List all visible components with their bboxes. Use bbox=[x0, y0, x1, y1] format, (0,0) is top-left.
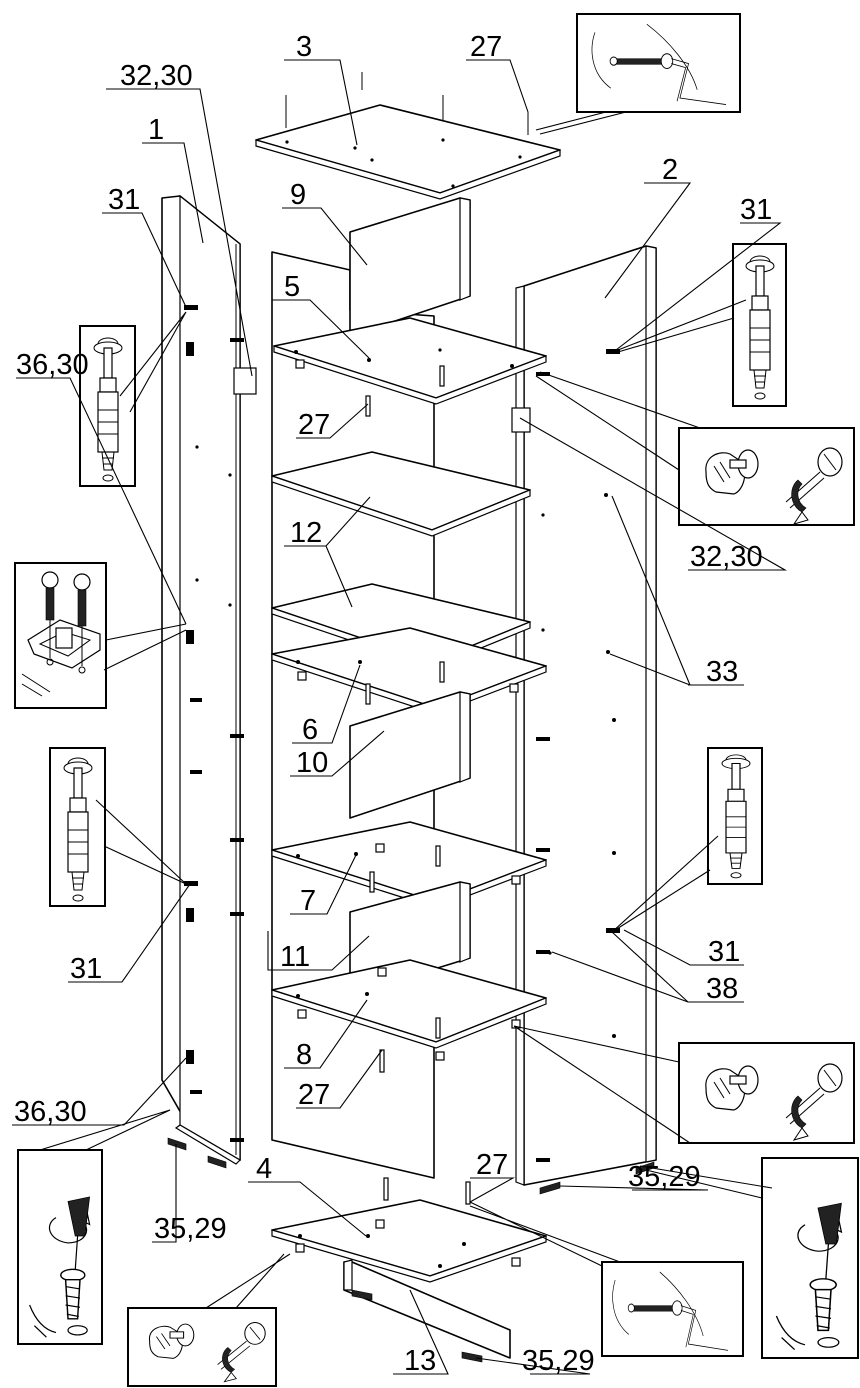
shelf-6 bbox=[271, 627, 547, 715]
label-fitting-35-29-right: 35,29 bbox=[628, 1161, 701, 1193]
label-fitting-33: 33 bbox=[706, 656, 738, 688]
label-fitting-27-bottom: 27 bbox=[476, 1149, 508, 1181]
shelf-8 bbox=[271, 959, 547, 1073]
label-fitting-36-30-top: 36,30 bbox=[16, 349, 89, 381]
upper-divider-panel bbox=[349, 197, 471, 337]
inset-cam-lock-right-lower bbox=[678, 1042, 855, 1144]
fitting-labels: 27 32,30 31 31 27 36,30 32,30 33 31 31 3… bbox=[14, 31, 772, 1377]
label-part-1: 1 bbox=[148, 114, 164, 146]
label-part-11: 11 bbox=[280, 941, 310, 973]
label-fitting-27-top: 27 bbox=[470, 31, 502, 63]
label-fitting-27-mid: 27 bbox=[298, 409, 330, 441]
inset-foot-screw-left bbox=[17, 1149, 103, 1345]
label-part-5: 5 bbox=[284, 271, 300, 303]
label-fitting-31-left-top: 31 bbox=[108, 184, 140, 216]
label-fitting-38: 38 bbox=[706, 973, 738, 1005]
plinth-panel bbox=[343, 1259, 511, 1363]
label-part-10: 10 bbox=[296, 747, 328, 779]
inset-cam-bolt-left-top bbox=[79, 325, 136, 487]
label-fitting-35-29-bottom: 35,29 bbox=[522, 1345, 595, 1377]
inset-cam-lock-bottom-left bbox=[127, 1307, 277, 1387]
label-fitting-36-30-bottom: 36,30 bbox=[14, 1096, 87, 1128]
label-part-8: 8 bbox=[296, 1039, 312, 1071]
label-part-4: 4 bbox=[256, 1153, 272, 1185]
inset-cam-bolt-right-top bbox=[732, 243, 787, 407]
shelf-5 bbox=[273, 317, 547, 417]
part-labels: 3 1 2 9 5 12 6 10 7 11 8 4 13 bbox=[148, 31, 678, 1377]
leader-lines bbox=[12, 59, 788, 1375]
label-part-12: 12 bbox=[290, 517, 322, 549]
inset-dowel-screw-bottom bbox=[601, 1261, 744, 1357]
label-fitting-32-30-right: 32,30 bbox=[690, 541, 763, 573]
label-fitting-31-left-bottom: 31 bbox=[70, 953, 102, 985]
right-side-panel bbox=[511, 245, 657, 1195]
top-panel bbox=[255, 72, 561, 200]
left-side-panel bbox=[161, 194, 257, 1169]
inset-cam-bolt-left-lower bbox=[49, 747, 106, 907]
label-part-9: 9 bbox=[290, 179, 306, 211]
shelf-12-upper bbox=[271, 451, 531, 537]
middle-divider-panel bbox=[349, 691, 471, 819]
label-part-6: 6 bbox=[302, 714, 318, 746]
label-fitting-31-right-bottom: 31 bbox=[708, 936, 740, 968]
label-part-2: 2 bbox=[662, 154, 678, 186]
inset-foot-screw-right bbox=[761, 1157, 859, 1359]
inset-cam-lock-right-upper bbox=[678, 427, 855, 526]
label-part-3: 3 bbox=[296, 31, 312, 63]
label-part-13: 13 bbox=[404, 1345, 436, 1377]
bottom-panel bbox=[271, 1177, 547, 1283]
label-fitting-35-29-left: 35,29 bbox=[154, 1213, 227, 1245]
label-fitting-32-30-left: 32,30 bbox=[120, 60, 193, 92]
inset-cam-bolt-right-lower bbox=[707, 747, 763, 885]
label-fitting-31-right-top: 31 bbox=[740, 194, 772, 226]
label-fitting-27-lower: 27 bbox=[298, 1079, 330, 1111]
inset-dowel-screw-top-right bbox=[576, 13, 741, 113]
label-part-7: 7 bbox=[300, 885, 316, 917]
inset-hinge-plate-left bbox=[14, 562, 107, 709]
